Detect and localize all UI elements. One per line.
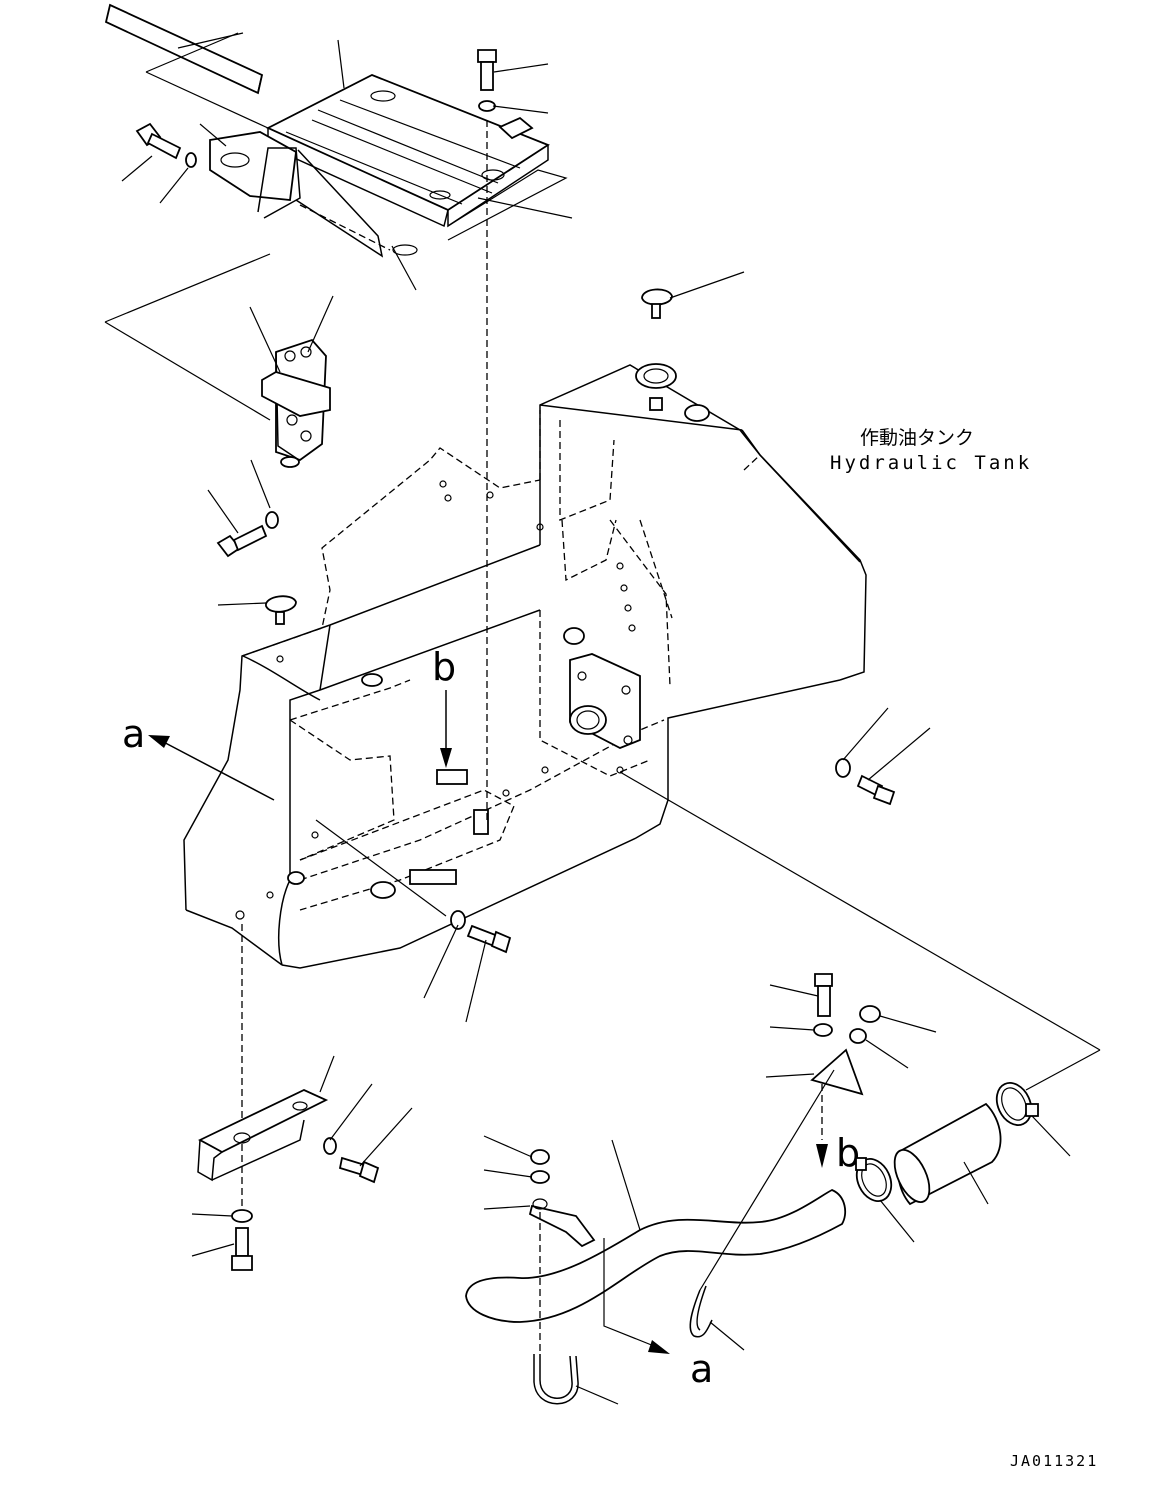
washer <box>450 910 466 930</box>
suction-pipe-assembly: b <box>465 973 1071 1405</box>
triangle-bracket <box>810 1048 864 1096</box>
u-bolt <box>533 1354 579 1405</box>
hose <box>893 1102 1002 1206</box>
bolt-vertical <box>231 1227 253 1271</box>
view-label-a-pipe: a <box>690 1347 713 1391</box>
hose-clamp <box>995 1082 1039 1126</box>
bolt <box>835 758 896 806</box>
washer <box>530 1170 550 1184</box>
rubber-strip <box>104 3 264 95</box>
washer <box>185 152 197 168</box>
title-japanese: 作動油タンク <box>860 427 974 449</box>
nut <box>859 1005 881 1023</box>
view-label-a: a <box>122 712 145 756</box>
document-id: JA011321 <box>1010 1452 1098 1470</box>
title-english: Hydraulic Tank <box>830 452 1032 474</box>
bolt-vertical <box>814 973 833 1017</box>
washer <box>323 1137 337 1155</box>
hose-clamp <box>855 1157 893 1202</box>
nut <box>530 1149 550 1165</box>
bolt <box>216 511 279 558</box>
view-arrow-a: a <box>122 712 275 801</box>
suction-flange <box>569 653 641 749</box>
suction-pipe <box>465 1189 847 1323</box>
bolt <box>450 910 512 954</box>
breather-cap <box>641 288 673 319</box>
suction-port <box>569 705 607 735</box>
cap <box>265 595 297 625</box>
cover-bracket <box>209 131 297 201</box>
hinge-bracket-assembly <box>104 253 334 558</box>
support-bracket-assembly <box>191 1055 413 1271</box>
washer <box>231 1209 253 1223</box>
u-bolt <box>689 1285 713 1338</box>
bolt <box>338 1156 380 1184</box>
support-bracket <box>198 1089 329 1154</box>
filler-port <box>635 363 677 389</box>
washer <box>813 1023 833 1037</box>
bolt-vertical <box>477 49 497 112</box>
view-arrow-b: b <box>432 645 456 768</box>
bolt <box>135 122 197 168</box>
washer <box>835 758 851 778</box>
cover-plate-assembly <box>104 3 573 291</box>
view-label-b: b <box>432 645 456 689</box>
washer <box>849 1028 867 1044</box>
washer <box>265 511 279 529</box>
pipe-bracket <box>528 1204 596 1248</box>
hydraulic-tank-body <box>183 271 931 1023</box>
washer <box>478 100 496 112</box>
